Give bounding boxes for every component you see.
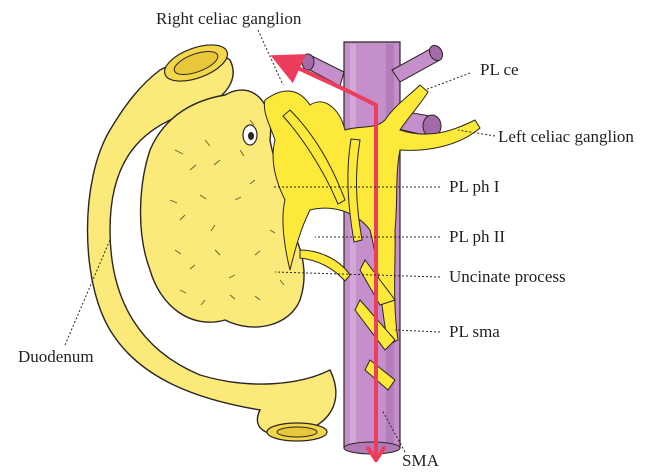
label-pl-ce: PL ce bbox=[480, 60, 519, 79]
label-pl-ph-2: PL ph II bbox=[449, 227, 505, 246]
label-right-celiac-ganglion: Right celiac ganglion bbox=[156, 9, 302, 28]
label-left-celiac-ganglion: Left celiac ganglion bbox=[498, 127, 634, 146]
label-duodenum: Duodenum bbox=[18, 347, 94, 366]
label-pl-ph-1: PL ph I bbox=[449, 177, 500, 196]
label-uncinate-process: Uncinate process bbox=[449, 267, 566, 286]
label-sma: SMA bbox=[402, 451, 440, 470]
label-pl-sma: PL sma bbox=[449, 322, 500, 341]
